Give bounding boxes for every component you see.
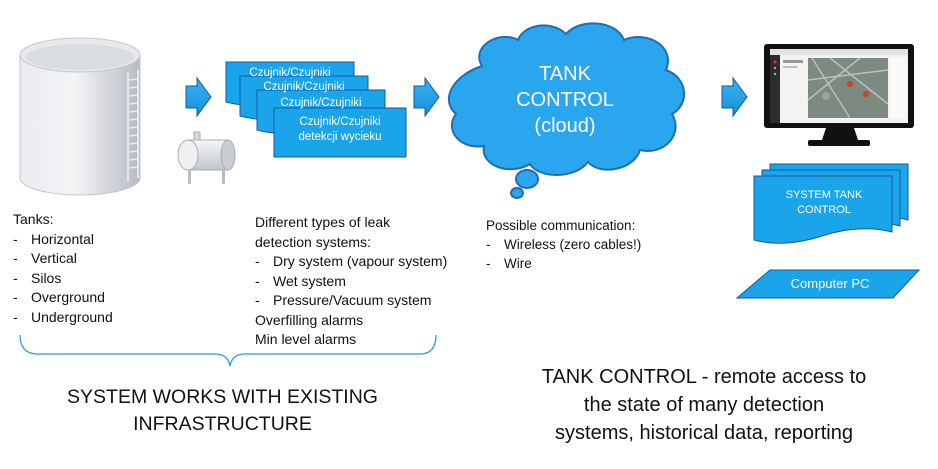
- sensor-card-stack: [225, 61, 407, 158]
- tanks-heading: Tanks:: [13, 211, 54, 227]
- communication-heading: Possible communication:: [486, 218, 636, 233]
- list-item: Overground: [13, 288, 163, 308]
- leak-detection-list: Different types of leak detection system…: [255, 213, 485, 350]
- arrow-right-icon: [721, 76, 748, 118]
- computer-pc-label: Computer PC: [790, 276, 870, 291]
- list-item: Overfilling alarms: [255, 311, 364, 328]
- horizontal-tank-icon: [177, 131, 236, 184]
- list-item: Pressure/Vacuum system: [255, 291, 485, 311]
- list-item: Silos: [13, 269, 163, 289]
- system-tank-control-label: SYSTEM TANK CONTROL: [760, 188, 888, 218]
- footer-left-line2: INFRASTRUCTURE: [133, 413, 312, 435]
- infrastructure-brace: [19, 334, 437, 367]
- list-item: Wire: [486, 254, 686, 273]
- arrow-right-icon: [185, 76, 212, 118]
- vertical-tank-icon: [19, 37, 141, 196]
- leak-heading-line2: detection systems:: [255, 233, 371, 250]
- cloud-line3: (cloud): [534, 115, 596, 137]
- computer-monitor-icon: [764, 44, 914, 146]
- sensor-card-front-line1: Czujnik/Czujniki: [299, 116, 381, 128]
- footer-left-caption: SYSTEM WORKS WITH EXISTING INFRASTRUCTUR…: [30, 384, 415, 438]
- sensor-card-front-line2: detekcji wycieku: [298, 131, 382, 143]
- sensor-card-label: Czujnik/Czujniki: [249, 67, 331, 79]
- arrow-right-icon: [413, 76, 440, 118]
- list-item: Wet system: [255, 272, 485, 292]
- sensor-card-front: Czujnik/Czujniki detekcji wycieku: [274, 115, 406, 145]
- footer-right-line1: TANK CONTROL - remote access to: [541, 366, 867, 388]
- list-item: Min level alarms: [255, 331, 357, 347]
- footer-right-line2: the state of many detection: [583, 394, 825, 416]
- footer-right-caption: TANK CONTROL - remote access to the stat…: [514, 363, 894, 447]
- sensor-card-label: Czujnik/Czujniki: [280, 97, 362, 109]
- cloud-label: TANK CONTROL (cloud): [500, 61, 630, 139]
- list-item: Underground: [13, 308, 163, 328]
- tank-control-cloud-icon: [447, 22, 686, 199]
- communication-list: Possible communication: Wireless (zero c…: [486, 216, 686, 273]
- computer-pc-shape: [735, 269, 921, 299]
- list-item: Vertical: [13, 249, 163, 269]
- leak-heading-line1: Different types of leak: [255, 214, 391, 230]
- footer-left-line1: SYSTEM WORKS WITH EXISTING: [67, 386, 378, 408]
- system-doc-line2: CONTROL: [797, 204, 851, 216]
- system-tank-control-stack: [753, 163, 909, 244]
- system-doc-line1: SYSTEM TANK: [785, 189, 863, 201]
- list-item: Wireless (zero cables!): [486, 235, 686, 254]
- tanks-list: Tanks: Horizontal Vertical Silos Overgro…: [13, 210, 163, 327]
- cloud-line2: CONTROL: [516, 89, 614, 111]
- list-item: Dry system (vapour system): [255, 252, 485, 272]
- footer-right-line3: systems, historical data, reporting: [555, 422, 853, 444]
- list-item: Horizontal: [13, 230, 163, 250]
- cloud-line1: TANK: [539, 63, 591, 85]
- sensor-card-label: Czujnik/Czujniki: [263, 81, 345, 93]
